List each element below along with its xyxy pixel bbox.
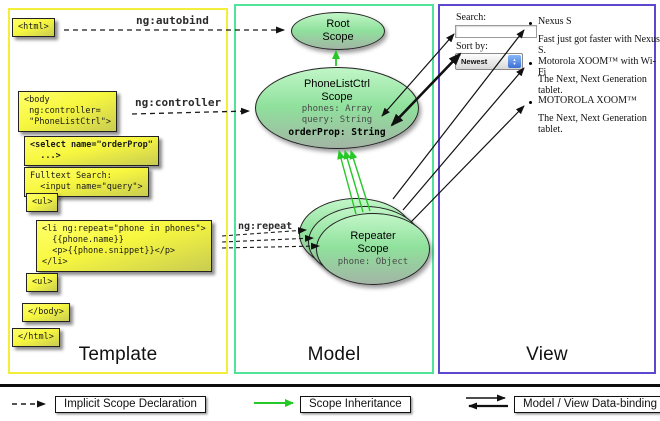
root-scope-title: Root Scope bbox=[322, 17, 354, 43]
sort-select[interactable]: Newest ▲▼ bbox=[455, 53, 523, 70]
phonelistctrl-scope-ellipse: PhoneListCtrl Scope phones: Array query:… bbox=[255, 67, 419, 149]
model-column-label: Model bbox=[307, 344, 361, 365]
code-box-body-close: </body> bbox=[22, 303, 70, 323]
root-scope-ellipse: Root Scope bbox=[291, 12, 385, 50]
model-column: Model bbox=[234, 4, 434, 374]
legend-divider bbox=[0, 384, 660, 387]
phone-item-desc: The Next, Next Generation tablet. bbox=[538, 113, 647, 135]
code-box-fulltext-search: Fulltext Search: <input name="query"> bbox=[24, 167, 149, 198]
ng-repeat-label: ng:repeat bbox=[238, 221, 293, 232]
scope-prop-orderprop: orderProp: String bbox=[288, 126, 386, 138]
code-box-ul-second: <ul> bbox=[26, 273, 59, 293]
code-box-li-repeat: <li ng:repeat="phone in phones"> {{phone… bbox=[36, 220, 212, 273]
legend-model-view-data-binding: Model / View Data-binding bbox=[514, 396, 660, 413]
repeater-scope-title: Repeater Scope bbox=[350, 230, 396, 256]
sort-select-value: Newest bbox=[461, 57, 488, 66]
sort-by-label: Sort by: bbox=[456, 41, 488, 52]
phone-item-title: Motorola XOOM™ with Wi-Fi bbox=[538, 56, 656, 78]
view-column-label: View bbox=[526, 344, 568, 365]
scope-prop-phones: phones: Array bbox=[301, 104, 373, 114]
bullet-icon bbox=[529, 22, 532, 25]
ng-controller-label: ng:controller bbox=[135, 96, 222, 109]
ng-autobind-label: ng:autobind bbox=[136, 14, 209, 27]
bullet-icon bbox=[529, 62, 532, 65]
repeater-scope-ellipse-front: Repeater Scope phone: Object bbox=[316, 213, 430, 285]
search-input[interactable] bbox=[455, 25, 537, 38]
phone-item-title: MOTOROLA XOOM™ bbox=[538, 95, 637, 106]
bullet-icon bbox=[529, 101, 532, 104]
search-label: Search: bbox=[456, 12, 486, 23]
phone-item-desc: The Next, Next Generation tablet. bbox=[538, 74, 647, 96]
code-box-html-open: <html> bbox=[12, 18, 55, 38]
code-box-html-close: </html> bbox=[12, 328, 60, 348]
code-box-select-orderprop: <select name="orderProp" ...> bbox=[24, 136, 159, 167]
select-stepper-icon: ▲▼ bbox=[508, 55, 521, 68]
scope-prop-phone: phone: Object bbox=[337, 256, 409, 267]
code-box-ul-open: <ul> bbox=[26, 193, 59, 213]
phone-item-title: Nexus S bbox=[538, 16, 572, 27]
scope-prop-query: query: String bbox=[301, 115, 373, 126]
legend-implicit-scope-declaration: Implicit Scope Declaration bbox=[55, 396, 206, 413]
phone-item-desc: Fast just got faster with Nexus S. bbox=[538, 34, 660, 56]
template-column-label: Template bbox=[78, 344, 158, 365]
code-box-body-open: <body ng:controller= "PhoneListCtrl"> bbox=[18, 91, 117, 133]
phonelistctrl-scope-title: PhoneListCtrl Scope bbox=[303, 77, 371, 103]
legend-scope-inheritance: Scope Inheritance bbox=[300, 396, 411, 413]
